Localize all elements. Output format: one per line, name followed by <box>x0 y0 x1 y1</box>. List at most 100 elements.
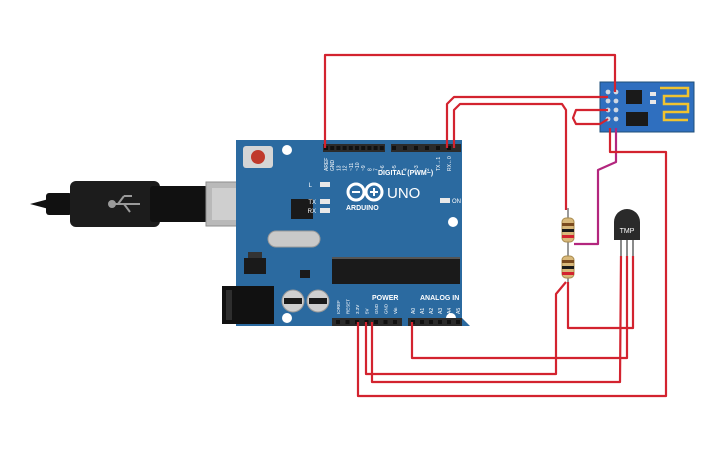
arduino-logo-icon <box>346 182 384 202</box>
analog-pin-hole[interactable] <box>447 320 451 324</box>
digital-pin-label: 12 <box>343 165 349 171</box>
digital-pin-label: GND <box>330 160 336 172</box>
dc-power-jack <box>222 286 274 324</box>
digital-pin-label: 4 <box>403 168 409 171</box>
power-pin-label: RESET <box>346 299 351 314</box>
power-pin-label: 3.3V <box>355 305 360 314</box>
led-on-label: ON <box>452 199 461 205</box>
digital-pin-label: ~6 <box>380 165 386 171</box>
antenna-trace-icon <box>660 86 690 122</box>
digital-pin-hole[interactable] <box>414 146 418 150</box>
wire-gnd-to-esp[interactable] <box>323 53 617 148</box>
wire-esp-to-resistor[interactable] <box>574 128 618 246</box>
power-pin-label: GND <box>384 303 389 314</box>
analog-pin-hole[interactable] <box>456 320 460 324</box>
resistor-1[interactable] <box>561 208 575 250</box>
digital-pin-label: RX←0 <box>447 156 453 171</box>
digital-pin-label: AREF <box>324 158 330 171</box>
digital-header-left[interactable] <box>323 144 385 152</box>
digital-pin-hole[interactable] <box>355 146 359 150</box>
led-tx-label: TX <box>308 200 316 206</box>
usb-icon <box>108 195 140 213</box>
tmp-temperature-sensor[interactable]: TMP <box>614 209 640 256</box>
digital-pin-hole[interactable] <box>348 146 353 150</box>
power-pin-hole[interactable] <box>374 320 378 324</box>
power-pin-hole[interactable] <box>383 320 388 324</box>
wire-gnd-to-sensor[interactable] <box>364 281 567 376</box>
analog-pin-hole[interactable] <box>420 320 424 324</box>
digital-pin-hole[interactable] <box>403 146 407 150</box>
power-pin-hole[interactable] <box>336 320 340 324</box>
wire-rx-to-esp[interactable] <box>452 102 568 210</box>
analog-pin-label: A4 <box>447 308 453 314</box>
digital-pin-hole[interactable] <box>361 146 366 150</box>
digital-pin-label: ~3 <box>414 165 420 171</box>
brand-text: ARDUINO <box>346 205 379 212</box>
digital-pin-hole[interactable] <box>436 146 440 150</box>
smd-chip <box>300 270 310 278</box>
wire-sensor-to-resistor[interactable] <box>566 256 635 330</box>
digital-pin-hole[interactable] <box>336 146 341 150</box>
digital-header-label: DIGITAL (PWM~) <box>378 170 433 177</box>
digital-pin-label: ~10 <box>355 162 361 171</box>
analog-header[interactable] <box>408 318 462 326</box>
analog-pin-label: A2 <box>429 308 435 314</box>
analog-pin-label: A1 <box>420 308 426 314</box>
analog-pin-hole[interactable] <box>429 320 433 324</box>
wire-esp-loop[interactable] <box>571 108 609 126</box>
capacitors <box>281 289 330 313</box>
led-l-label: L <box>309 183 313 189</box>
wires <box>323 53 668 398</box>
power-pin-label: IOREF <box>336 300 341 314</box>
tmp-sensor-label: TMP <box>620 228 635 235</box>
digital-pin-hole[interactable] <box>392 146 396 150</box>
digital-pin-hole[interactable] <box>373 146 378 150</box>
analog-pin-hole[interactable] <box>438 320 442 324</box>
analog-pin-label: A5 <box>456 308 462 314</box>
digital-pin-hole[interactable] <box>342 146 347 150</box>
wire-tx-to-esp[interactable] <box>445 95 608 148</box>
atmega-chip <box>332 257 460 284</box>
power-pin-hole[interactable] <box>393 320 397 324</box>
power-pin-label: 5V <box>365 308 370 314</box>
power-pin-label: GND <box>374 303 379 314</box>
arduino-uno-board[interactable]: L TX RX ON UNO ARDUINO DIGITAL (PWM~) PO… <box>222 140 470 326</box>
digital-pin-hole[interactable] <box>447 146 451 150</box>
digital-pin-hole[interactable] <box>330 146 335 150</box>
reset-button[interactable] <box>243 146 273 168</box>
analog-pin-label: A3 <box>438 308 444 314</box>
esp-chip <box>626 90 642 104</box>
digital-pin-hole[interactable] <box>367 146 372 150</box>
status-leds <box>320 182 450 213</box>
usb-chip <box>291 199 313 219</box>
led-rx-label: RX <box>308 209 316 215</box>
crystal-oscillator <box>267 230 321 248</box>
digital-pin-label: TX→1 <box>436 157 442 171</box>
digital-pin-hole[interactable] <box>379 146 384 150</box>
wire-5v-to-sensor[interactable] <box>370 255 623 384</box>
digital-pin-label: 8 <box>367 168 373 171</box>
digital-pin-label: ~5 <box>392 165 398 171</box>
digital-pin-label: 13 <box>336 165 342 171</box>
analog-header-label: ANALOG IN <box>420 295 459 302</box>
digital-pin-hole[interactable] <box>425 146 429 150</box>
resistor-2[interactable] <box>561 250 575 282</box>
digital-pin-label: 7 <box>374 168 380 171</box>
digital-pin-label: ~9 <box>361 165 367 171</box>
voltage-regulator <box>244 252 266 274</box>
power-pin-hole[interactable] <box>345 320 350 324</box>
wire-esp-vcc[interactable] <box>356 128 668 398</box>
digital-pin-label: 2 <box>425 168 431 171</box>
usb-cable[interactable] <box>30 181 271 227</box>
analog-pin-label: A0 <box>411 308 417 314</box>
esp-flash-chip <box>626 112 648 126</box>
wire-a0-to-sensor[interactable] <box>410 256 629 360</box>
power-header-label: POWER <box>372 295 398 302</box>
digital-pin-label: ~11 <box>349 163 355 171</box>
esp-header-pins <box>605 89 619 122</box>
